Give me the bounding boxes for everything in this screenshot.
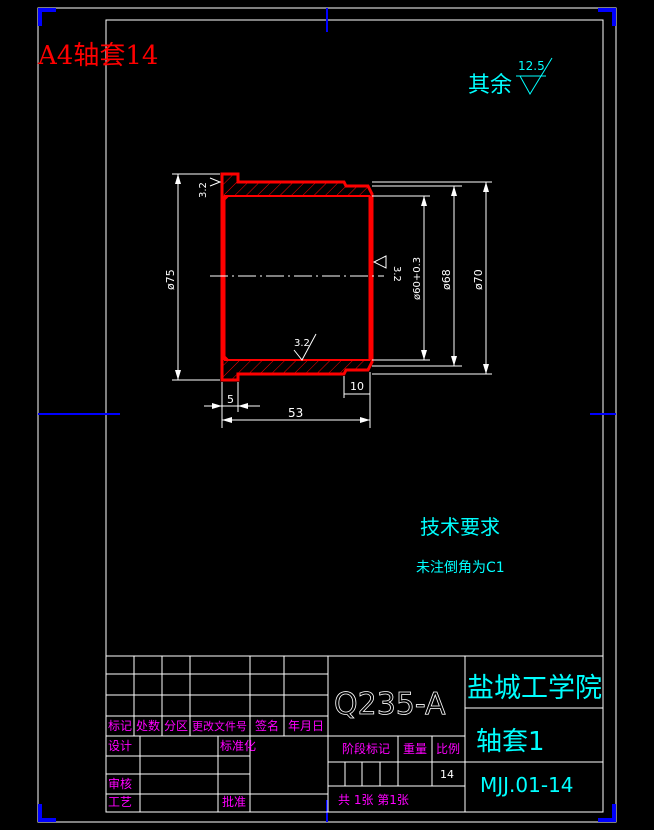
drawing-number: MJJ.01-14 [480,773,574,797]
label-approve: 批准 [222,794,246,809]
hdr-change: 更改文件号 [192,719,247,733]
corner-marks [38,8,616,822]
label-standardize: 标准化 [220,739,256,753]
label-design: 设计 [108,739,132,753]
label-ratio: 比例 [436,742,460,756]
surface-mark-1: 3.2 [198,177,222,198]
scale-value: 14 [440,768,454,781]
svg-text:3.2: 3.2 [294,338,310,349]
dim-bore: ø60+0.3 [412,257,423,300]
school-name: 盐城工学院 [467,673,602,704]
roughness-note: 其余 12.5 [468,57,553,98]
tech-req-note: 未注倒角为C1 [416,560,505,576]
dimensions [172,173,492,428]
hdr-count: 处数 [136,718,160,733]
hatch-bottom [222,360,372,380]
label-process: 工艺 [108,795,132,809]
dim-end-len: 10 [350,380,364,393]
part-name: 轴套1 [476,727,545,757]
tech-req-title: 技术要求 [420,515,500,539]
corner-label: A4轴套14 [37,41,158,71]
roughness-symbol [519,57,553,95]
label-check: 审核 [108,776,132,791]
hdr-sign: 签名 [255,718,279,733]
roughness-prefix: 其余 [468,73,512,98]
sheet-count: 共 1张 第1张 [338,793,409,807]
dim-total-len: 53 [288,406,303,420]
surface-mark-3: 3.2 [293,333,317,361]
hdr-mark: 标记 [108,719,132,733]
part-section [210,172,384,382]
hdr-zone: 分区 [164,719,188,733]
dim-outer-flange: ø75 [164,269,177,290]
dim-flange-len: 5 [227,393,234,406]
hatch-top [222,174,372,196]
svg-text:3.2: 3.2 [198,182,209,198]
part-outline [220,172,374,382]
hdr-date: 年月日 [288,719,324,733]
dim-mid: ø68 [440,269,453,290]
arrowheads [175,174,489,423]
material: Q235-A [334,687,446,722]
centering-marks [38,8,616,822]
roughness-value: 12.5 [518,59,545,73]
label-stage: 阶段标记 [342,741,390,756]
svg-text:3.2: 3.2 [391,266,402,282]
dim-outer: ø70 [472,269,485,290]
surface-mark-2: 3.2 [372,255,402,282]
label-weight: 重量 [403,742,427,756]
title-block [105,655,604,813]
